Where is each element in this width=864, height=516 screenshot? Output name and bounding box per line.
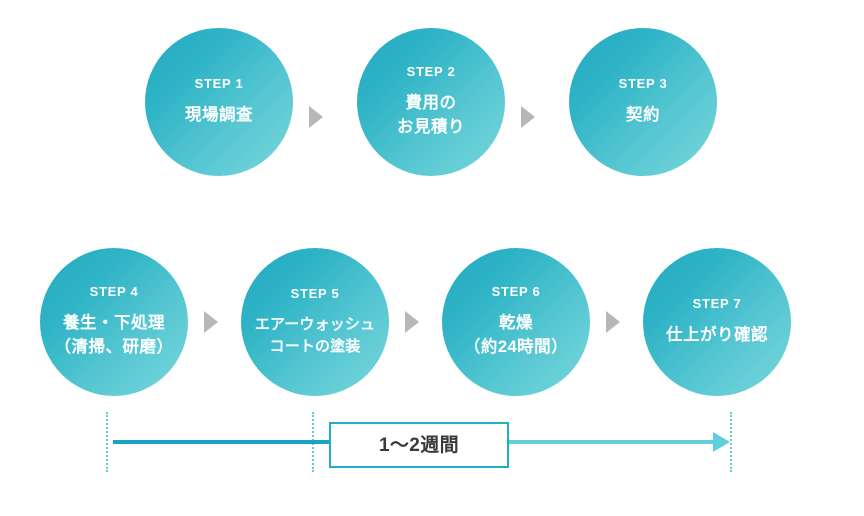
step-circle-2[interactable]: STEP 2 費用の お見積り: [357, 28, 505, 176]
step-label-1: 現場調査: [185, 105, 253, 124]
step-circle-6[interactable]: STEP 6 乾燥 （約24時間）: [442, 248, 590, 396]
timeline-bar-left: [113, 440, 331, 444]
play-triangle-icon-3: [204, 311, 218, 333]
step-label-2: 費用の お見積り: [397, 94, 465, 136]
step-circle-4[interactable]: STEP 4 養生・下処理 （清掃、研磨）: [40, 248, 188, 396]
step-circle-7[interactable]: STEP 7 仕上がり確認: [643, 248, 791, 396]
step-circle-5[interactable]: STEP 5 エアーウォッシュ コートの塗装: [241, 248, 389, 396]
timeline-tick-left: [106, 412, 110, 472]
step-label-4: 養生・下処理 （清掃、研磨）: [54, 314, 174, 356]
play-triangle-icon-5: [606, 311, 620, 333]
timeline-arrow-head-icon: [713, 432, 730, 452]
step-number-6: STEP 6: [491, 284, 541, 300]
step-number-4: STEP 4: [89, 284, 139, 300]
step-circle-3[interactable]: STEP 3 契約: [569, 28, 717, 176]
step-label-7: 仕上がり確認: [666, 325, 768, 344]
step-number-3: STEP 3: [618, 75, 668, 91]
play-triangle-icon-4: [405, 311, 419, 333]
step-label-5: エアーウォッシュ コートの塗装: [254, 316, 376, 355]
step-label-3: 契約: [626, 105, 660, 124]
step-number-5: STEP 5: [290, 286, 340, 302]
step-label-6: 乾燥 （約24時間）: [463, 314, 569, 356]
step-circle-1[interactable]: STEP 1 現場調査: [145, 28, 293, 176]
duration-label: 1〜2週間: [378, 434, 460, 456]
play-triangle-icon-1: [309, 106, 323, 128]
timeline-tick-right: [730, 412, 734, 472]
step-number-2: STEP 2: [406, 64, 456, 80]
step-number-1: STEP 1: [194, 75, 244, 91]
duration-badge[interactable]: 1〜2週間: [329, 422, 509, 468]
play-triangle-icon-2: [521, 106, 535, 128]
timeline-bar-right: [509, 440, 714, 444]
step-number-7: STEP 7: [692, 295, 742, 311]
